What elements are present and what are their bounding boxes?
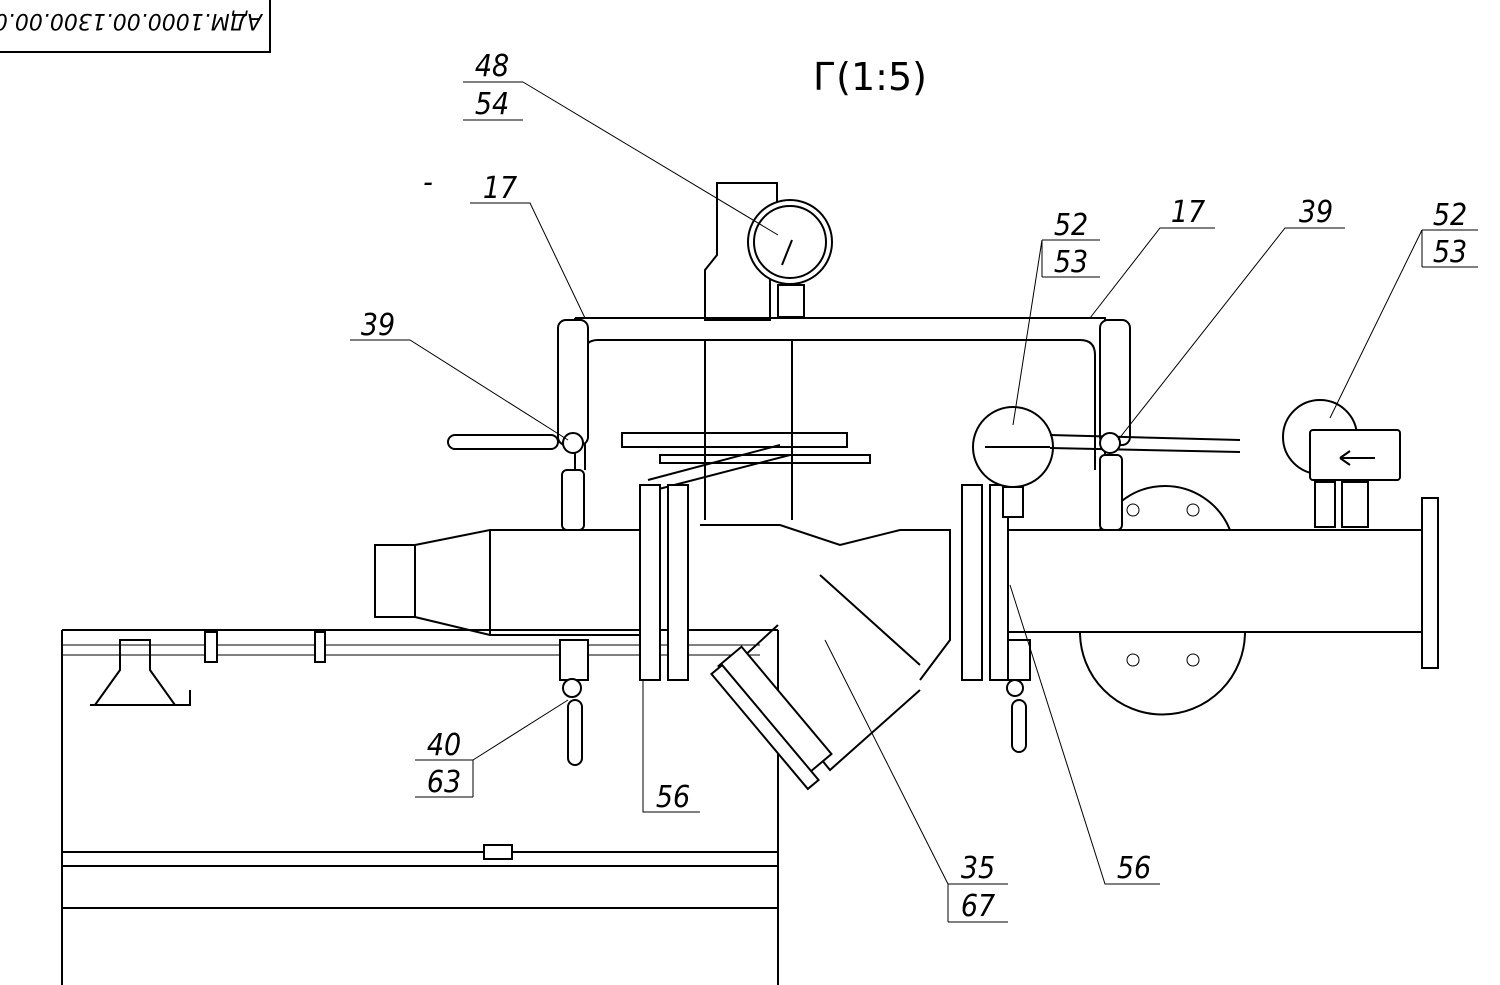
callout-label: 54 — [475, 87, 509, 122]
callout-label: 52 — [1054, 208, 1088, 243]
pressure-gauge-52-right — [1282, 399, 1401, 528]
callout-label: 39 — [1299, 195, 1333, 230]
callout-40-63: 40 63 — [415, 699, 569, 800]
dash-mark: - — [423, 165, 433, 200]
valve-handle-left — [447, 434, 559, 450]
callout-label: 56 — [656, 780, 690, 815]
callout-label: 48 — [475, 49, 509, 84]
main-pipe — [374, 484, 1439, 716]
callout-56-left: 56 — [642, 680, 700, 815]
pressure-gauge-52-mid — [972, 406, 1054, 518]
valve-39-left — [562, 432, 584, 454]
callout-48-54: 48 54 — [463, 49, 779, 236]
bypass-pipe — [557, 317, 1131, 470]
callout-label: 39 — [361, 308, 395, 343]
callout-17-right: 17 — [1089, 195, 1215, 319]
callout-label: 52 — [1433, 198, 1467, 233]
callout-label: 17 — [483, 171, 517, 206]
callout-label: 67 — [961, 889, 995, 924]
strainer-35 — [710, 574, 921, 791]
callout-label: 63 — [427, 765, 461, 800]
callout-label: 40 — [427, 728, 461, 763]
callout-label: 17 — [1171, 195, 1205, 230]
callout-label: 56 — [1117, 851, 1151, 886]
callout-label: 53 — [1433, 235, 1467, 270]
pressure-gauge-48 — [747, 199, 833, 318]
callout-52-53-mid: 52 53 — [1012, 208, 1100, 426]
stamp-text: АДМ.1000.00.1300.00.000 СБ — [0, 8, 264, 33]
designation-stamp: АДМ.1000.00.1300.00.000 СБ — [0, 0, 271, 53]
callout-52-53-right: 52 53 — [1329, 198, 1478, 419]
callout-label: 35 — [961, 851, 995, 886]
callout-56-right: 56 — [1009, 584, 1160, 886]
view-title: Г(1:5) — [813, 55, 927, 99]
callout-label: 53 — [1054, 245, 1088, 280]
tank-frame — [61, 629, 779, 985]
callout-39-left: 39 — [350, 308, 569, 441]
callout-35-67: 35 67 — [824, 639, 1008, 924]
callout-39-right: 39 — [1117, 195, 1345, 441]
callout-17-left: 17 — [470, 171, 586, 319]
